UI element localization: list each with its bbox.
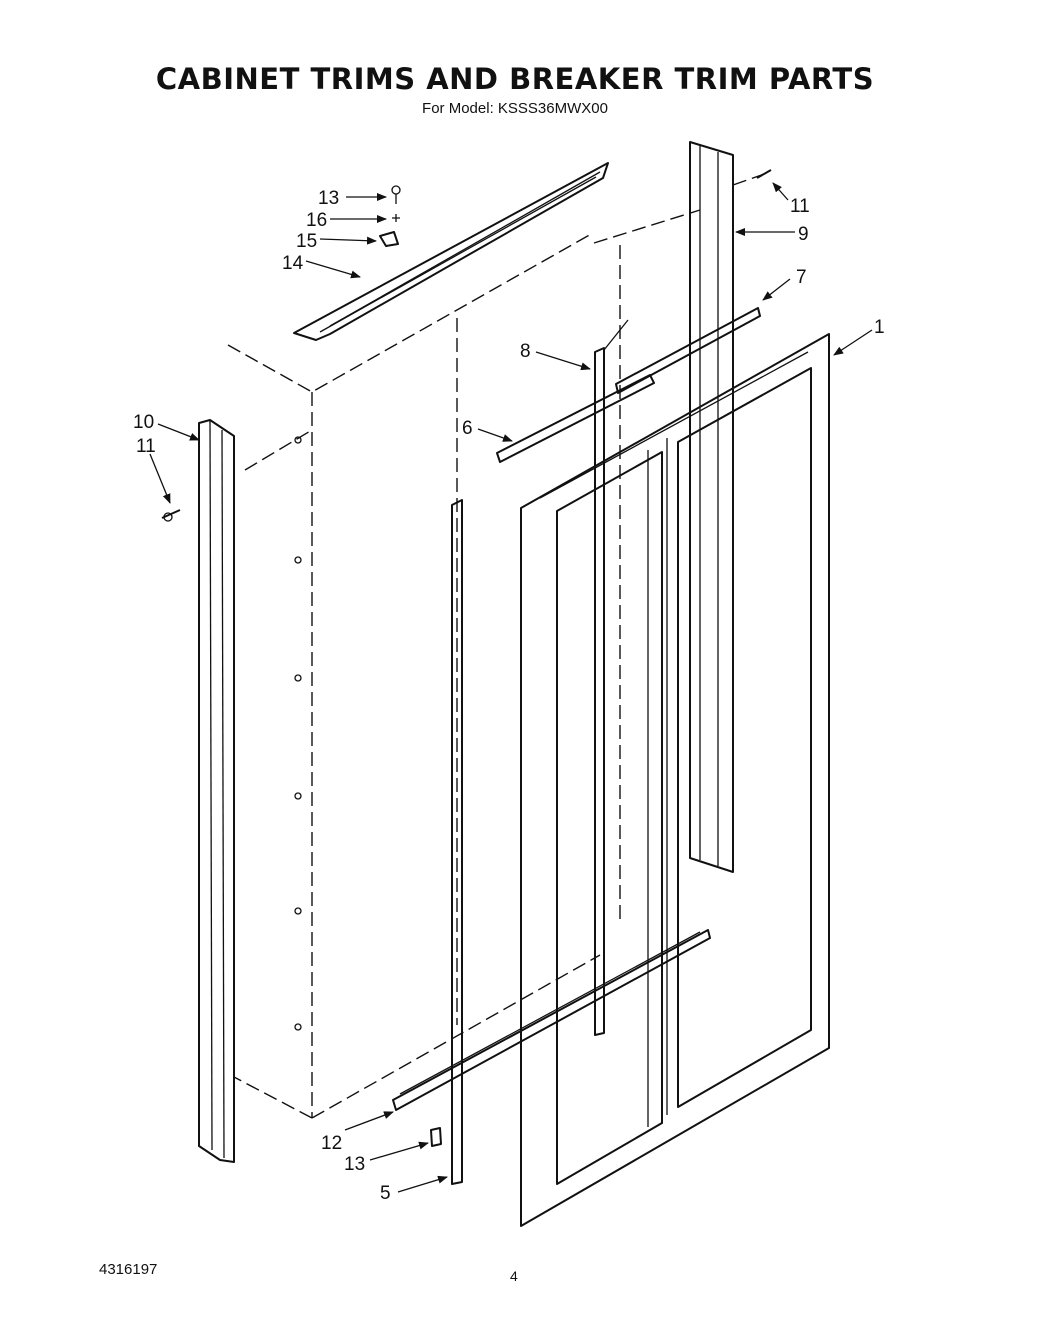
model-subtitle: For Model: KSSS36MWX00	[422, 100, 608, 117]
callout-10: 10	[133, 412, 154, 433]
callout-15: 15	[296, 231, 317, 252]
breaker-frame-part-1	[520, 333, 830, 1227]
cabinet-screw-holes	[294, 436, 302, 1031]
fasteners	[163, 169, 772, 1147]
callout-7: 7	[796, 267, 807, 288]
callout-13-top: 13	[318, 188, 339, 209]
page-number: 4	[510, 1268, 518, 1284]
callout-1: 1	[874, 317, 885, 338]
callout-labels: 13 16 15 14 11 9 7 1 8 6 10 11 12 13 5	[133, 188, 885, 1204]
right-trim-part-9	[689, 141, 734, 873]
top-trim-part-14	[293, 162, 609, 341]
callout-5: 5	[380, 1183, 391, 1204]
callout-9: 9	[798, 224, 809, 245]
left-trim-part-10	[161, 419, 235, 1163]
cabinet-outline	[227, 171, 771, 1119]
breaker-trim-part-5	[451, 499, 463, 1185]
leader-lines	[149, 182, 873, 1193]
callout-12: 12	[321, 1133, 342, 1154]
callout-8: 8	[520, 341, 531, 362]
callout-16: 16	[306, 210, 327, 231]
horizontal-trims-parts-6-7	[496, 307, 761, 463]
callout-11-right: 11	[790, 196, 810, 217]
callout-14: 14	[282, 253, 304, 274]
page-title: CABINET TRIMS AND BREAKER TRIM PARTS	[155, 62, 875, 96]
callout-11-left: 11	[136, 436, 156, 457]
callout-6: 6	[462, 418, 473, 439]
mullion-part-8	[594, 319, 629, 1036]
callout-13-bottom: 13	[344, 1154, 365, 1175]
document-number: 4316197	[99, 1261, 158, 1278]
